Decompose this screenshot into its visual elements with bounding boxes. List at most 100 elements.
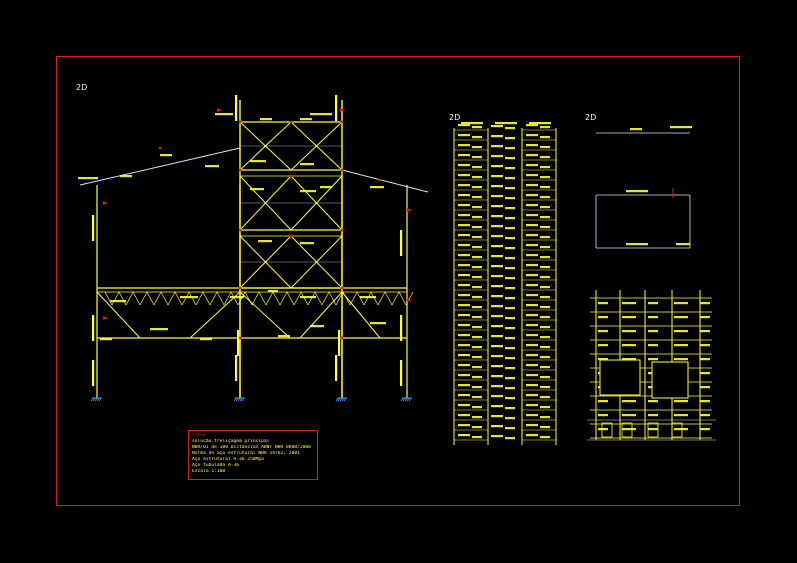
dimension-mark	[526, 264, 538, 267]
dimension-mark	[598, 414, 608, 417]
floor-truss-web	[188, 291, 197, 306]
dimension-mark	[472, 256, 482, 259]
node-marker-icon	[238, 286, 242, 290]
dimension-mark	[458, 134, 470, 137]
dimension-mark	[505, 387, 515, 390]
dimension-mark	[526, 214, 538, 217]
dimension-mark	[458, 394, 470, 397]
floor-truss-web	[335, 291, 344, 306]
dimension-mark	[300, 118, 312, 121]
dimension-mark	[472, 166, 482, 169]
dimension-mark	[458, 264, 470, 267]
dimension-mark	[630, 128, 642, 131]
dimension-mark	[505, 277, 515, 280]
dimension-mark	[491, 385, 503, 388]
dimension-mark	[505, 147, 515, 150]
dimension-mark	[400, 230, 403, 256]
floor-truss-web	[272, 291, 281, 306]
dimension-mark	[458, 164, 470, 167]
dimension-mark	[674, 428, 688, 431]
dimension-mark	[250, 160, 266, 163]
support-hatch	[402, 397, 406, 402]
load-arrow-icon	[340, 108, 345, 112]
detail-b-footing	[601, 422, 613, 438]
load-arrow-icon	[407, 208, 412, 212]
dimension-mark	[235, 95, 238, 121]
floor-truss-web	[202, 291, 211, 306]
dimension-mark	[674, 302, 688, 305]
dimension-mark	[540, 316, 550, 319]
dimension-mark	[237, 330, 240, 356]
dimension-mark	[458, 184, 470, 187]
dimension-mark	[505, 337, 515, 340]
dimension-mark	[472, 136, 482, 139]
dimension-mark	[400, 360, 403, 386]
dimension-mark	[458, 254, 470, 257]
dimension-mark	[472, 406, 482, 409]
dimension-mark	[622, 316, 636, 319]
dimension-mark	[540, 186, 550, 189]
dimension-mark	[250, 188, 264, 191]
dimension-mark	[491, 175, 503, 178]
dimension-mark	[458, 424, 470, 427]
dimension-mark	[540, 246, 550, 249]
node-marker-icon	[340, 286, 344, 290]
legend-line: Aço tubulado A-36	[192, 463, 240, 468]
floor-truss-web	[279, 291, 288, 306]
dimension-mark	[472, 436, 482, 439]
dimension-mark	[491, 125, 503, 128]
dimension-mark	[505, 307, 515, 310]
floor-truss-web	[384, 291, 393, 306]
legend-line: Aço estrutural A-36 250Mpa	[192, 457, 264, 462]
dimension-mark	[491, 305, 503, 308]
dimension-mark	[540, 166, 550, 169]
dimension-mark	[526, 354, 538, 357]
floor-truss-web	[377, 291, 386, 306]
dimension-mark	[700, 400, 710, 403]
legend-line: Norma de aço estrutural NBR 14762, 2001	[192, 451, 300, 456]
dimension-mark	[540, 426, 550, 429]
support-hatch	[339, 397, 343, 402]
dimension-mark	[700, 330, 710, 333]
dimension-mark	[491, 275, 503, 278]
floor-truss-web	[195, 291, 204, 306]
dimension-mark	[505, 377, 515, 380]
dimension-mark	[505, 197, 515, 200]
dimension-mark	[622, 428, 636, 431]
dimension-mark	[626, 190, 648, 193]
dimension-mark	[526, 204, 538, 207]
dimension-mark	[674, 400, 688, 403]
dimension-mark	[491, 325, 503, 328]
dimension-mark	[674, 316, 688, 319]
dimension-mark	[505, 247, 515, 250]
dimension-mark	[622, 358, 636, 361]
dimension-mark	[491, 405, 503, 408]
dimension-mark	[278, 335, 290, 338]
dimension-mark	[215, 113, 233, 116]
dimension-mark	[674, 344, 688, 347]
dimension-mark	[491, 395, 503, 398]
dimension-mark	[526, 304, 538, 307]
dimension-mark	[505, 167, 515, 170]
floor-truss-web	[216, 291, 225, 306]
floor-truss-web	[244, 291, 253, 306]
dimension-mark	[230, 296, 244, 299]
dimension-mark	[458, 434, 470, 437]
dimension-mark	[598, 302, 608, 305]
dimension-mark	[540, 236, 550, 239]
support-hatch	[233, 397, 237, 402]
dimension-mark	[526, 324, 538, 327]
dimension-mark	[526, 244, 538, 247]
dimension-mark	[491, 215, 503, 218]
dimension-mark	[648, 330, 658, 333]
floor-truss-web	[181, 291, 190, 306]
dimension-mark	[458, 204, 470, 207]
floor-truss-web	[223, 291, 232, 306]
dimension-mark	[92, 360, 95, 386]
dimension-mark	[540, 296, 550, 299]
dimension-mark	[540, 346, 550, 349]
fixed-support-icon	[335, 397, 347, 402]
dimension-mark	[622, 330, 636, 333]
dimension-mark	[526, 124, 538, 127]
